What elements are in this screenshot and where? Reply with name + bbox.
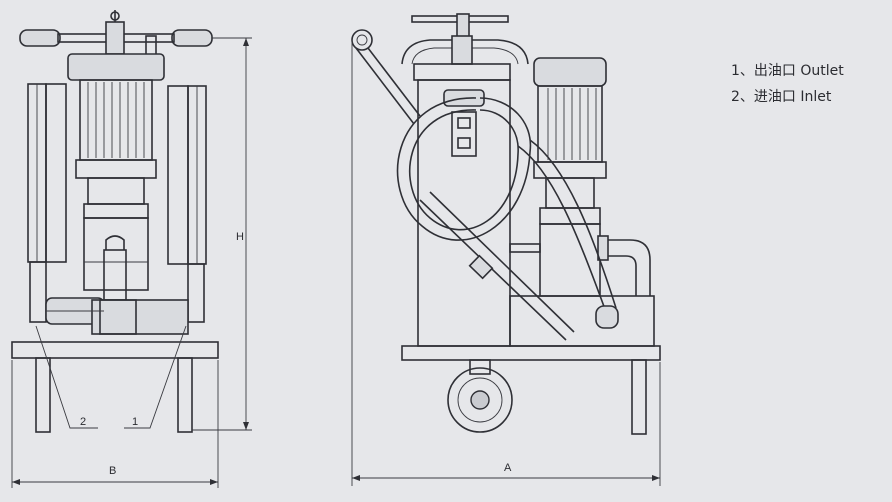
side-base-plate (11, 341, 219, 359)
right-handle-grip (171, 29, 213, 47)
suction-hose-a (419, 199, 567, 341)
front-view: A (351, 13, 661, 486)
right-lower-tube (187, 263, 205, 323)
side-leg-left (35, 357, 51, 433)
wheel-outer (447, 367, 513, 433)
front-leg (631, 359, 647, 435)
clamp-screw (451, 35, 473, 65)
tow-handle-ring (351, 29, 373, 51)
hose-clamp (468, 254, 494, 280)
outlet-elbow-outer (600, 239, 651, 296)
motor-cap (533, 57, 607, 87)
pump-port (105, 235, 125, 250)
dim-label-b: B (109, 465, 116, 477)
pump-body (83, 217, 149, 291)
left-inner-tube (45, 83, 67, 263)
tow-handle-rail-b (355, 47, 415, 125)
filter-lid (413, 63, 511, 81)
motor-flange (75, 159, 157, 179)
legend-item-outlet: 1、出油口 Outlet (731, 63, 844, 79)
suction-hose-b (429, 191, 575, 333)
handle-knob (110, 11, 120, 21)
wheel-bracket (469, 359, 491, 375)
handle-hub (105, 21, 125, 55)
dim-label-h: H (236, 231, 244, 243)
dim-label-a: A (504, 462, 512, 474)
callout-leader-outlet (124, 325, 187, 429)
callout-label-outlet: 1 (132, 416, 138, 428)
legend-item-inlet: 2、进油口 Inlet (731, 89, 832, 105)
motor-body (79, 79, 153, 161)
front-base-plate (401, 345, 661, 361)
coupling (545, 177, 595, 209)
coupling-housing (87, 177, 145, 205)
outlet-nut (597, 235, 609, 261)
t-handle-stem (456, 13, 470, 39)
motor-fins (87, 82, 145, 158)
left-lower-tube (29, 261, 47, 323)
hose-loop-inner (409, 109, 519, 231)
manifold-valve (99, 299, 137, 335)
motor-fins (547, 88, 597, 160)
pump-base-tank (509, 295, 655, 347)
side-leg-right (177, 357, 193, 433)
pump-connector (509, 243, 541, 253)
switch-button-top (457, 117, 471, 129)
switch-button-bottom (457, 137, 471, 149)
callout-leader-inlet (35, 325, 98, 429)
side-view: 2 1 B H (11, 10, 252, 488)
motor-cap (67, 53, 165, 81)
right-inner-tube (167, 85, 189, 265)
tow-handle-rail-a (367, 47, 421, 117)
hose-nozzle (595, 305, 619, 329)
pump-flange (83, 203, 149, 219)
pump-inlet-pipe (103, 249, 127, 301)
outlet-elbow-inner (600, 255, 637, 296)
hose-down-b (529, 139, 617, 309)
left-handle-grip (19, 29, 61, 47)
callout-label-inlet: 2 (80, 416, 86, 428)
wheel-hub (470, 390, 490, 410)
manifold-block (91, 299, 189, 335)
hose-loop-outer (396, 97, 532, 241)
control-panel (451, 111, 477, 157)
hose-down-a (517, 145, 607, 313)
